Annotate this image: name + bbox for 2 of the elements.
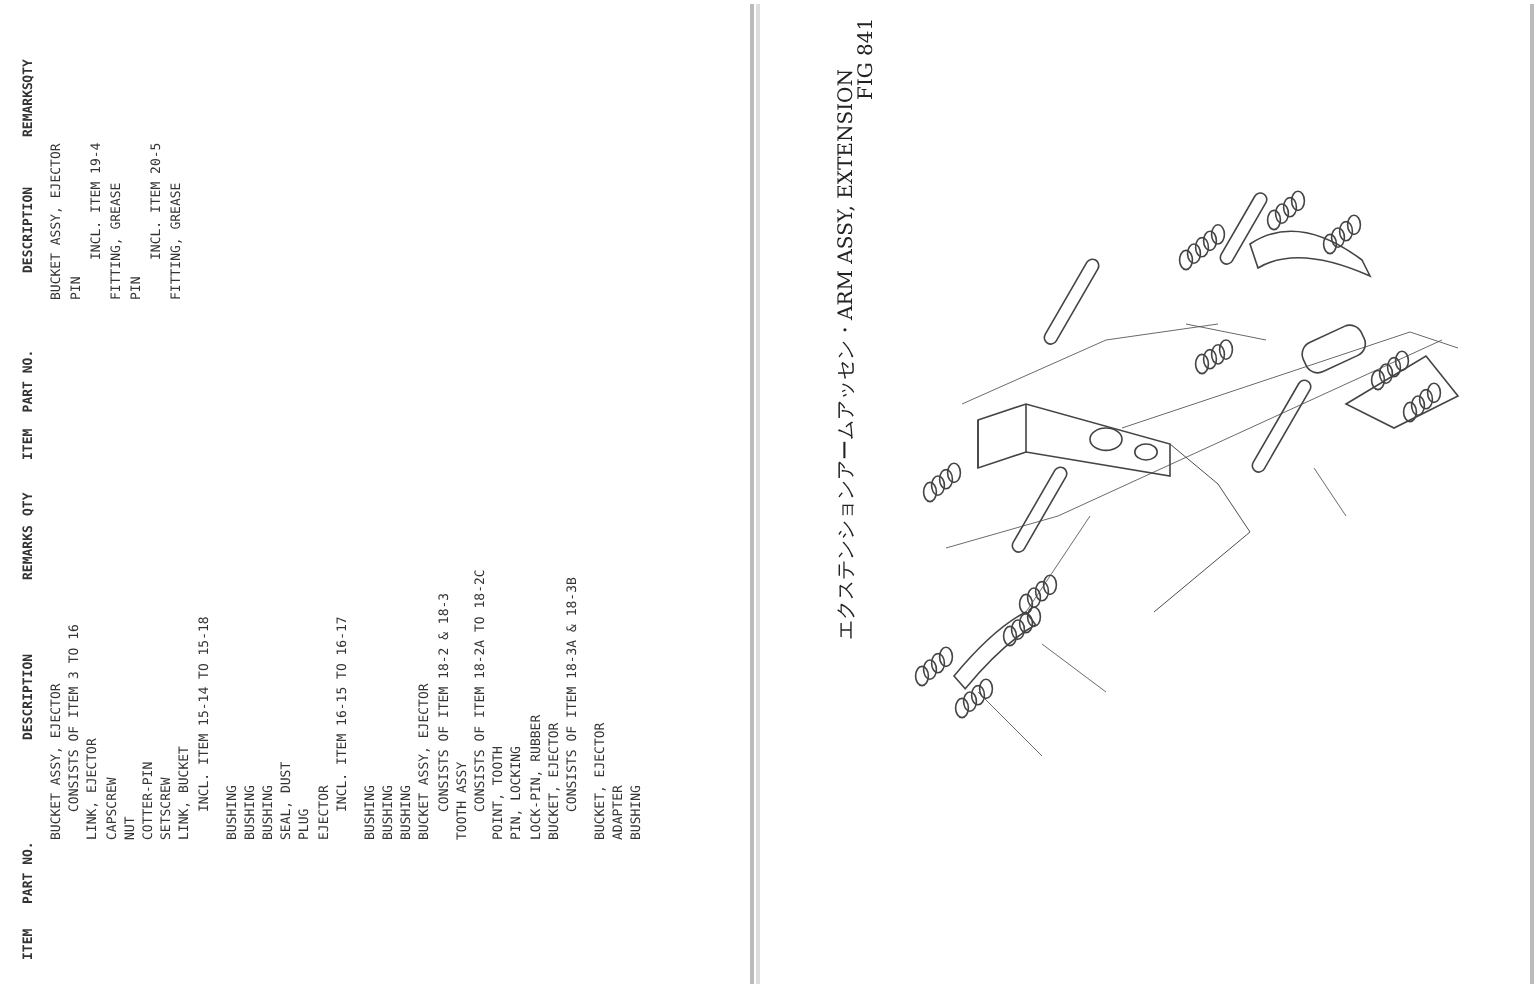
figure-title: エクステンションアームアッセン・ARM ASSY, EXTENSION: [834, 69, 858, 640]
figure-number: FIG 841: [856, 17, 878, 100]
